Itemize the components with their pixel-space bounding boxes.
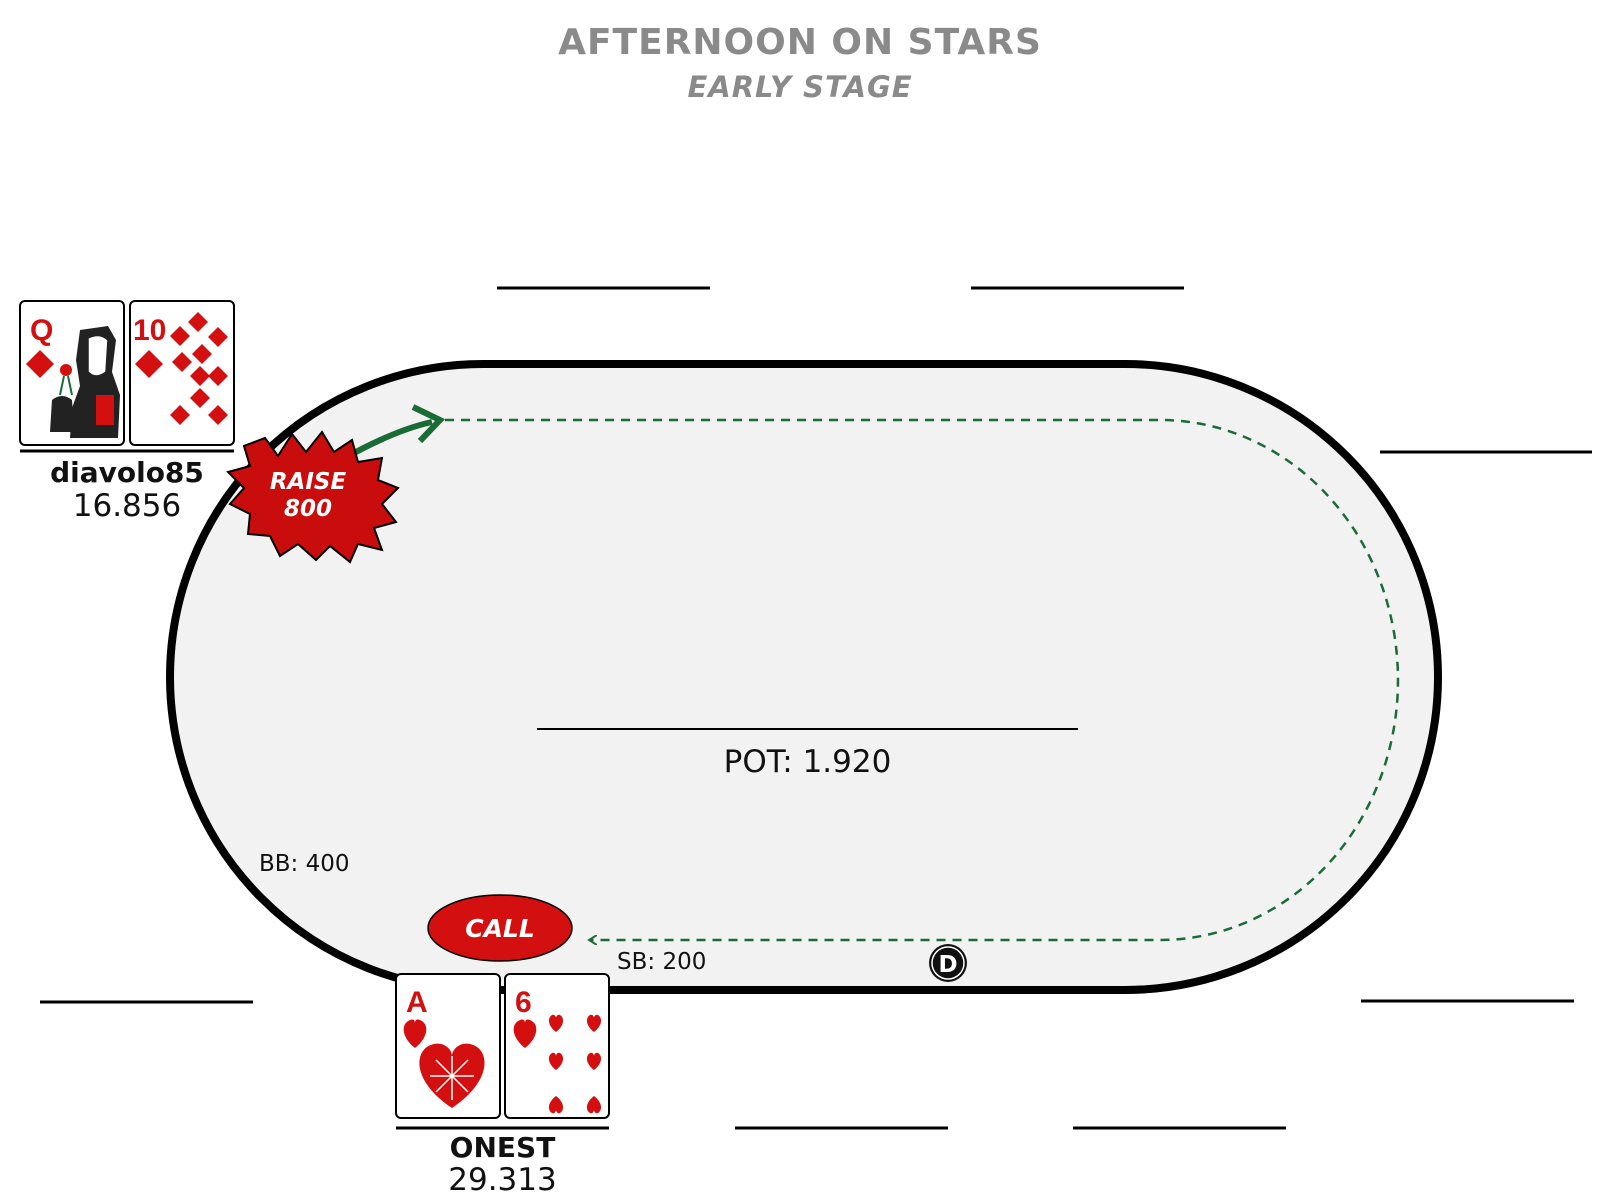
card-rank: 10 <box>133 314 166 347</box>
hero-card-2: 6 <box>504 973 610 1119</box>
diamond-suit-icon <box>135 350 163 378</box>
raise-arrow-head <box>411 404 446 444</box>
card-rank: A <box>406 986 428 1019</box>
table-felt <box>166 360 1442 994</box>
dealer-button-label: D <box>938 952 957 978</box>
villain-card-2: 10 <box>129 300 235 446</box>
hero-card-1: A <box>395 973 501 1119</box>
page-title: AFTERNOON ON STARS <box>558 22 1042 63</box>
raise-label: RAISE <box>270 469 347 495</box>
raise-amount: 800 <box>284 496 332 522</box>
small-blind-amount: SB: 200 <box>617 949 707 975</box>
action-path <box>445 418 1400 940</box>
big-blind-amount: BB: 400 <box>259 851 350 877</box>
dealer-button: D <box>929 944 967 982</box>
page-subtitle: EARLY STAGE <box>687 70 913 104</box>
hero-stack: 29.313 <box>448 1162 557 1198</box>
call-action-badge: CALL <box>427 894 573 962</box>
heart-suit-icon <box>403 1019 427 1048</box>
card-rank: Q <box>30 314 53 347</box>
card-rank: 6 <box>515 986 532 1019</box>
pot-amount: POT: 1.920 <box>723 744 892 780</box>
raise-action-badge: RAISE 800 <box>226 430 400 564</box>
hero-name: ONEST <box>449 1131 556 1164</box>
diamond-suit-icon <box>26 350 54 378</box>
villain-card-1: Q <box>19 300 125 446</box>
villain-name: diavolo85 <box>50 456 204 489</box>
call-label: CALL <box>465 914 535 943</box>
villain-stack: 16.856 <box>72 488 182 524</box>
heart-suit-icon <box>513 1019 537 1048</box>
